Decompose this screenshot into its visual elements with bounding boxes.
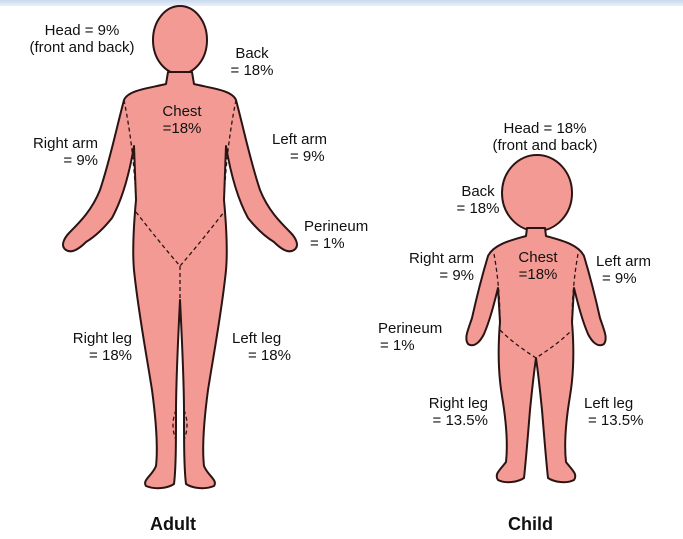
child-perineum-label-line2: = 1% bbox=[378, 337, 468, 354]
child-head-label: Head = 18% (front and back) bbox=[474, 120, 616, 154]
child-head-label-line2: (front and back) bbox=[474, 137, 616, 154]
adult-right-arm-label-line2: = 9% bbox=[10, 152, 98, 169]
adult-right-arm-label: Right arm = 9% bbox=[10, 135, 98, 169]
adult-left-arm-label: Left arm = 9% bbox=[272, 131, 352, 165]
adult-right-leg-label-line1: Right leg bbox=[48, 330, 132, 347]
adult-head-label-line2: (front and back) bbox=[12, 39, 152, 56]
adult-chest-label-line1: Chest bbox=[150, 103, 214, 120]
adult-head bbox=[153, 6, 207, 74]
child-head-label-line1: Head = 18% bbox=[474, 120, 616, 137]
child-right-leg-label: Right leg = 13.5% bbox=[402, 395, 488, 429]
child-left-leg-label: Left leg = 13.5% bbox=[584, 395, 674, 429]
child-perineum-label: Perineum = 1% bbox=[378, 320, 468, 354]
child-left-arm-label: Left arm = 9% bbox=[596, 253, 676, 287]
adult-left-leg-label-line1: Left leg bbox=[232, 330, 312, 347]
adult-left-arm-label-line2: = 9% bbox=[272, 148, 352, 165]
adult-chest-label: Chest =18% bbox=[150, 103, 214, 137]
child-left-leg-label-line2: = 13.5% bbox=[584, 412, 674, 429]
adult-right-leg-label-line2: = 18% bbox=[48, 347, 132, 364]
child-right-leg-label-line1: Right leg bbox=[402, 395, 488, 412]
child-right-arm-label-line1: Right arm bbox=[386, 250, 474, 267]
child-right-arm-label: Right arm = 9% bbox=[386, 250, 474, 284]
child-back-label-line1: Back bbox=[446, 183, 510, 200]
child-right-leg-label-line2: = 13.5% bbox=[402, 412, 488, 429]
adult-right-leg-label: Right leg = 18% bbox=[48, 330, 132, 364]
child-caption: Child bbox=[508, 514, 553, 535]
adult-perineum-label-line1: Perineum bbox=[304, 218, 394, 235]
adult-back-label: Back = 18% bbox=[222, 45, 282, 79]
child-chest-label-line1: Chest bbox=[506, 249, 570, 266]
adult-back-label-line1: Back bbox=[222, 45, 282, 62]
adult-chest-label-line2: =18% bbox=[150, 120, 214, 137]
child-chest-label-line2: =18% bbox=[506, 266, 570, 283]
adult-caption: Adult bbox=[150, 514, 196, 535]
adult-head-label: Head = 9% (front and back) bbox=[12, 22, 152, 56]
child-left-leg-label-line1: Left leg bbox=[584, 395, 674, 412]
adult-left-arm-label-line1: Left arm bbox=[272, 131, 352, 148]
adult-head-label-line1: Head = 9% bbox=[12, 22, 152, 39]
child-perineum-label-line1: Perineum bbox=[378, 320, 468, 337]
adult-perineum-label-line2: = 1% bbox=[304, 235, 394, 252]
child-head bbox=[502, 155, 572, 231]
adult-right-arm-label-line1: Right arm bbox=[10, 135, 98, 152]
child-left-arm-label-line2: = 9% bbox=[596, 270, 676, 287]
adult-perineum-label: Perineum = 1% bbox=[304, 218, 394, 252]
child-left-arm-label-line1: Left arm bbox=[596, 253, 676, 270]
adult-left-leg-label-line2: = 18% bbox=[232, 347, 312, 364]
child-back-label-line2: = 18% bbox=[446, 200, 510, 217]
child-right-arm-label-line2: = 9% bbox=[386, 267, 474, 284]
child-chest-label: Chest =18% bbox=[506, 249, 570, 283]
adult-left-leg-label: Left leg = 18% bbox=[232, 330, 312, 364]
child-back-label: Back = 18% bbox=[446, 183, 510, 217]
adult-back-label-line2: = 18% bbox=[222, 62, 282, 79]
